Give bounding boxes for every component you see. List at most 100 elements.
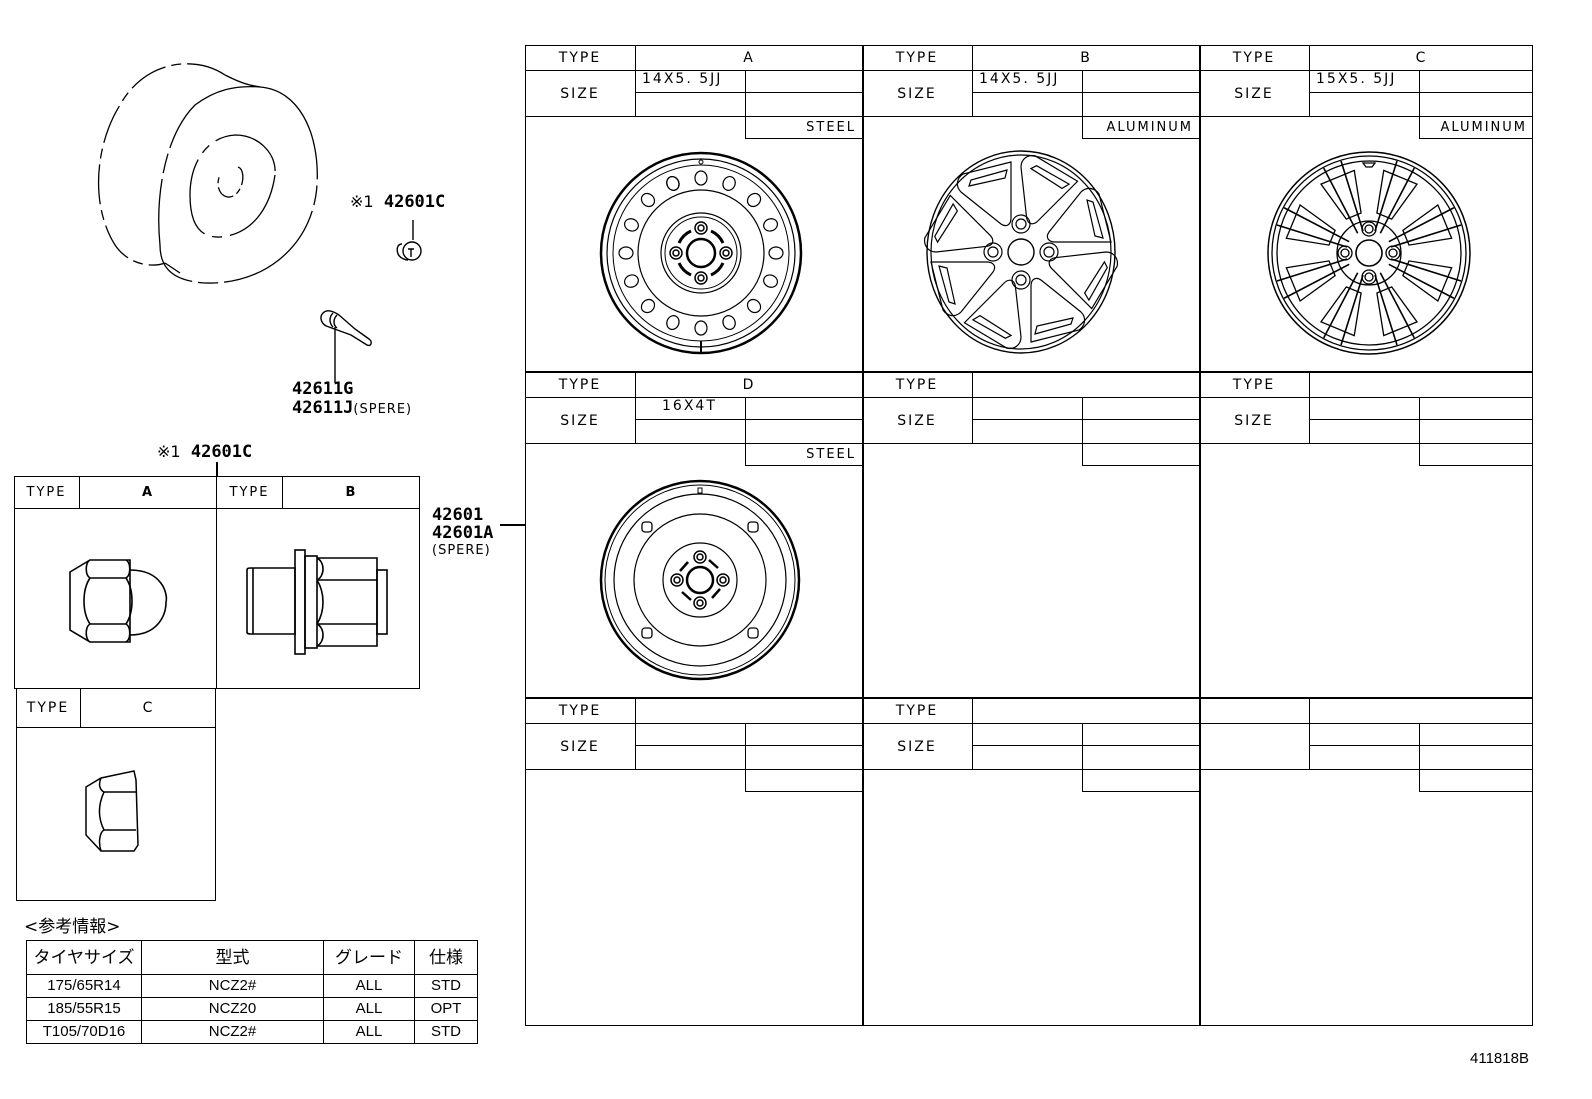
type-label: TYPE bbox=[862, 45, 973, 71]
size-label: SIZE bbox=[862, 724, 973, 770]
wheel-cell-empty bbox=[1199, 698, 1533, 1026]
size-label: SIZE bbox=[862, 398, 973, 444]
spare-steel-wheel-icon bbox=[599, 479, 801, 681]
table-row: 185/55R15 NCZ20 ALL OPT bbox=[26, 997, 478, 1021]
type-value: A bbox=[743, 50, 755, 66]
wheel-cell-empty: TYPE SIZE bbox=[862, 372, 1199, 697]
wheel-cell-empty: TYPE SIZE bbox=[1199, 372, 1533, 697]
cell-spec: STD bbox=[414, 974, 478, 998]
cell-tire-size: 185/55R15 bbox=[26, 997, 142, 1021]
part-number[interactable]: 42611J bbox=[292, 398, 354, 418]
nut-type-value: C bbox=[142, 700, 155, 716]
grid-divider bbox=[525, 371, 1533, 373]
col-grade: グレード bbox=[323, 940, 415, 975]
type-label: TYPE bbox=[525, 45, 636, 71]
part-number[interactable]: 42601A bbox=[432, 523, 494, 543]
tire-assembly-icon bbox=[97, 63, 318, 284]
wheel-cell-c: TYPE C SIZE 15X5. 5JJ ALUMINUM bbox=[1199, 45, 1533, 371]
leader-line bbox=[500, 524, 526, 526]
spare-note: (SPERE) bbox=[353, 402, 413, 417]
size-label: SIZE bbox=[525, 71, 636, 117]
nut-header-row bbox=[14, 476, 420, 509]
reference-info-title: <参考情報> bbox=[24, 917, 121, 937]
wheel-cell-empty: TYPE SIZE bbox=[862, 698, 1199, 1026]
alloy-wheel-slim-spoke-icon bbox=[1267, 151, 1471, 355]
size-label: SIZE bbox=[525, 724, 636, 770]
size-label: SIZE bbox=[1199, 398, 1310, 444]
nut-type-label: TYPE bbox=[16, 689, 81, 727]
callout-valve: 42611G 42611J(SPERE) bbox=[292, 380, 412, 419]
type-value: D bbox=[742, 377, 756, 393]
valve-stem-icon bbox=[320, 310, 372, 383]
alloy-wheel-8-spoke-icon bbox=[923, 150, 1119, 354]
nut-type-b-panel bbox=[216, 476, 420, 689]
cell-spec: STD bbox=[414, 1020, 478, 1044]
table-row: 175/65R14 NCZ2# ALL STD bbox=[26, 974, 478, 998]
nut-type-label: TYPE bbox=[14, 477, 80, 508]
document-id: 411818B bbox=[1470, 1050, 1529, 1067]
material-value: STEEL bbox=[745, 444, 862, 466]
part-number[interactable]: 42601 bbox=[432, 505, 484, 525]
reference-info-table: タイヤサイズ 型式 グレード 仕様 175/65R14 NCZ2# ALL ST… bbox=[26, 940, 478, 1044]
callout-marker: ※1 bbox=[350, 192, 374, 211]
cell-spec: OPT bbox=[414, 997, 478, 1021]
type-label: TYPE bbox=[862, 698, 973, 724]
type-value: B bbox=[1080, 50, 1092, 66]
callout-marker: ※1 bbox=[157, 442, 181, 461]
nut-type-a-panel bbox=[14, 476, 217, 689]
wheel-cell-b: TYPE B SIZE 14X5. 5JJ ALUMINUM bbox=[862, 45, 1199, 371]
type-label: TYPE bbox=[862, 372, 973, 398]
nut-type-value: A bbox=[141, 485, 155, 500]
part-number[interactable]: 42601C bbox=[383, 192, 446, 212]
steel-wheel-icon bbox=[599, 151, 803, 355]
nut-type-value: B bbox=[345, 485, 358, 500]
cell-model: NCZ2# bbox=[141, 974, 324, 998]
cell-grade: ALL bbox=[323, 997, 415, 1021]
cell-tire-size: T105/70D16 bbox=[26, 1020, 142, 1044]
material-value: STEEL bbox=[745, 117, 862, 139]
table-header-row: タイヤサイズ 型式 グレード 仕様 bbox=[26, 940, 478, 975]
grid-divider bbox=[525, 697, 1533, 699]
lug-nut-small-icon bbox=[396, 220, 422, 261]
type-label: TYPE bbox=[525, 372, 636, 398]
size-value: 16X4T bbox=[636, 398, 746, 420]
cell-grade: ALL bbox=[323, 974, 415, 998]
cell-grade: ALL bbox=[323, 1020, 415, 1044]
hex-nut-icon bbox=[85, 770, 139, 852]
wheel-cell-a: TYPE A SIZE 14X5. 5JJ STEEL bbox=[525, 45, 862, 371]
nut-header-row bbox=[16, 688, 216, 728]
wheel-cell-d: TYPE D SIZE 16X4T STEEL bbox=[525, 372, 862, 697]
size-label: SIZE bbox=[525, 398, 636, 444]
material-value: ALUMINUM bbox=[1419, 117, 1533, 139]
grid-divider bbox=[1199, 45, 1201, 1026]
wheel-grid bbox=[525, 45, 1533, 1026]
type-label: TYPE bbox=[1199, 372, 1310, 398]
leader-line bbox=[216, 462, 218, 476]
col-spec: 仕様 bbox=[414, 940, 478, 975]
part-number[interactable]: 42601C bbox=[190, 442, 253, 462]
flanged-lug-nut-icon bbox=[246, 549, 388, 655]
size-value: 15X5. 5JJ bbox=[1310, 71, 1420, 93]
type-label: TYPE bbox=[525, 698, 636, 724]
callout-nut-top: ※1 42601C bbox=[350, 192, 445, 212]
size-value: 14X5. 5JJ bbox=[973, 71, 1083, 93]
col-tire-size: タイヤサイズ bbox=[26, 940, 142, 975]
size-label: SIZE bbox=[1199, 71, 1310, 117]
size-value: 14X5. 5JJ bbox=[636, 71, 746, 93]
nut-type-label: TYPE bbox=[217, 477, 283, 508]
part-number[interactable]: 42611G bbox=[292, 379, 354, 399]
grid-divider bbox=[862, 45, 864, 1026]
callout-nut-table: ※1 42601C bbox=[157, 442, 252, 462]
spare-note: (SPERE) bbox=[432, 543, 491, 558]
material-value: ALUMINUM bbox=[1082, 117, 1199, 139]
type-label: TYPE bbox=[1199, 45, 1310, 71]
wheel-cell-empty: TYPE SIZE bbox=[525, 698, 862, 1026]
cell-tire-size: 175/65R14 bbox=[26, 974, 142, 998]
size-label: SIZE bbox=[862, 71, 973, 117]
cell-model: NCZ20 bbox=[141, 997, 324, 1021]
acorn-nut-icon bbox=[69, 559, 168, 643]
callout-wheel: 42601 42601A (SPERE) bbox=[432, 506, 493, 560]
type-value: C bbox=[1415, 50, 1428, 66]
table-row: T105/70D16 NCZ2# ALL STD bbox=[26, 1020, 478, 1044]
nut-type-c-panel bbox=[16, 688, 216, 901]
